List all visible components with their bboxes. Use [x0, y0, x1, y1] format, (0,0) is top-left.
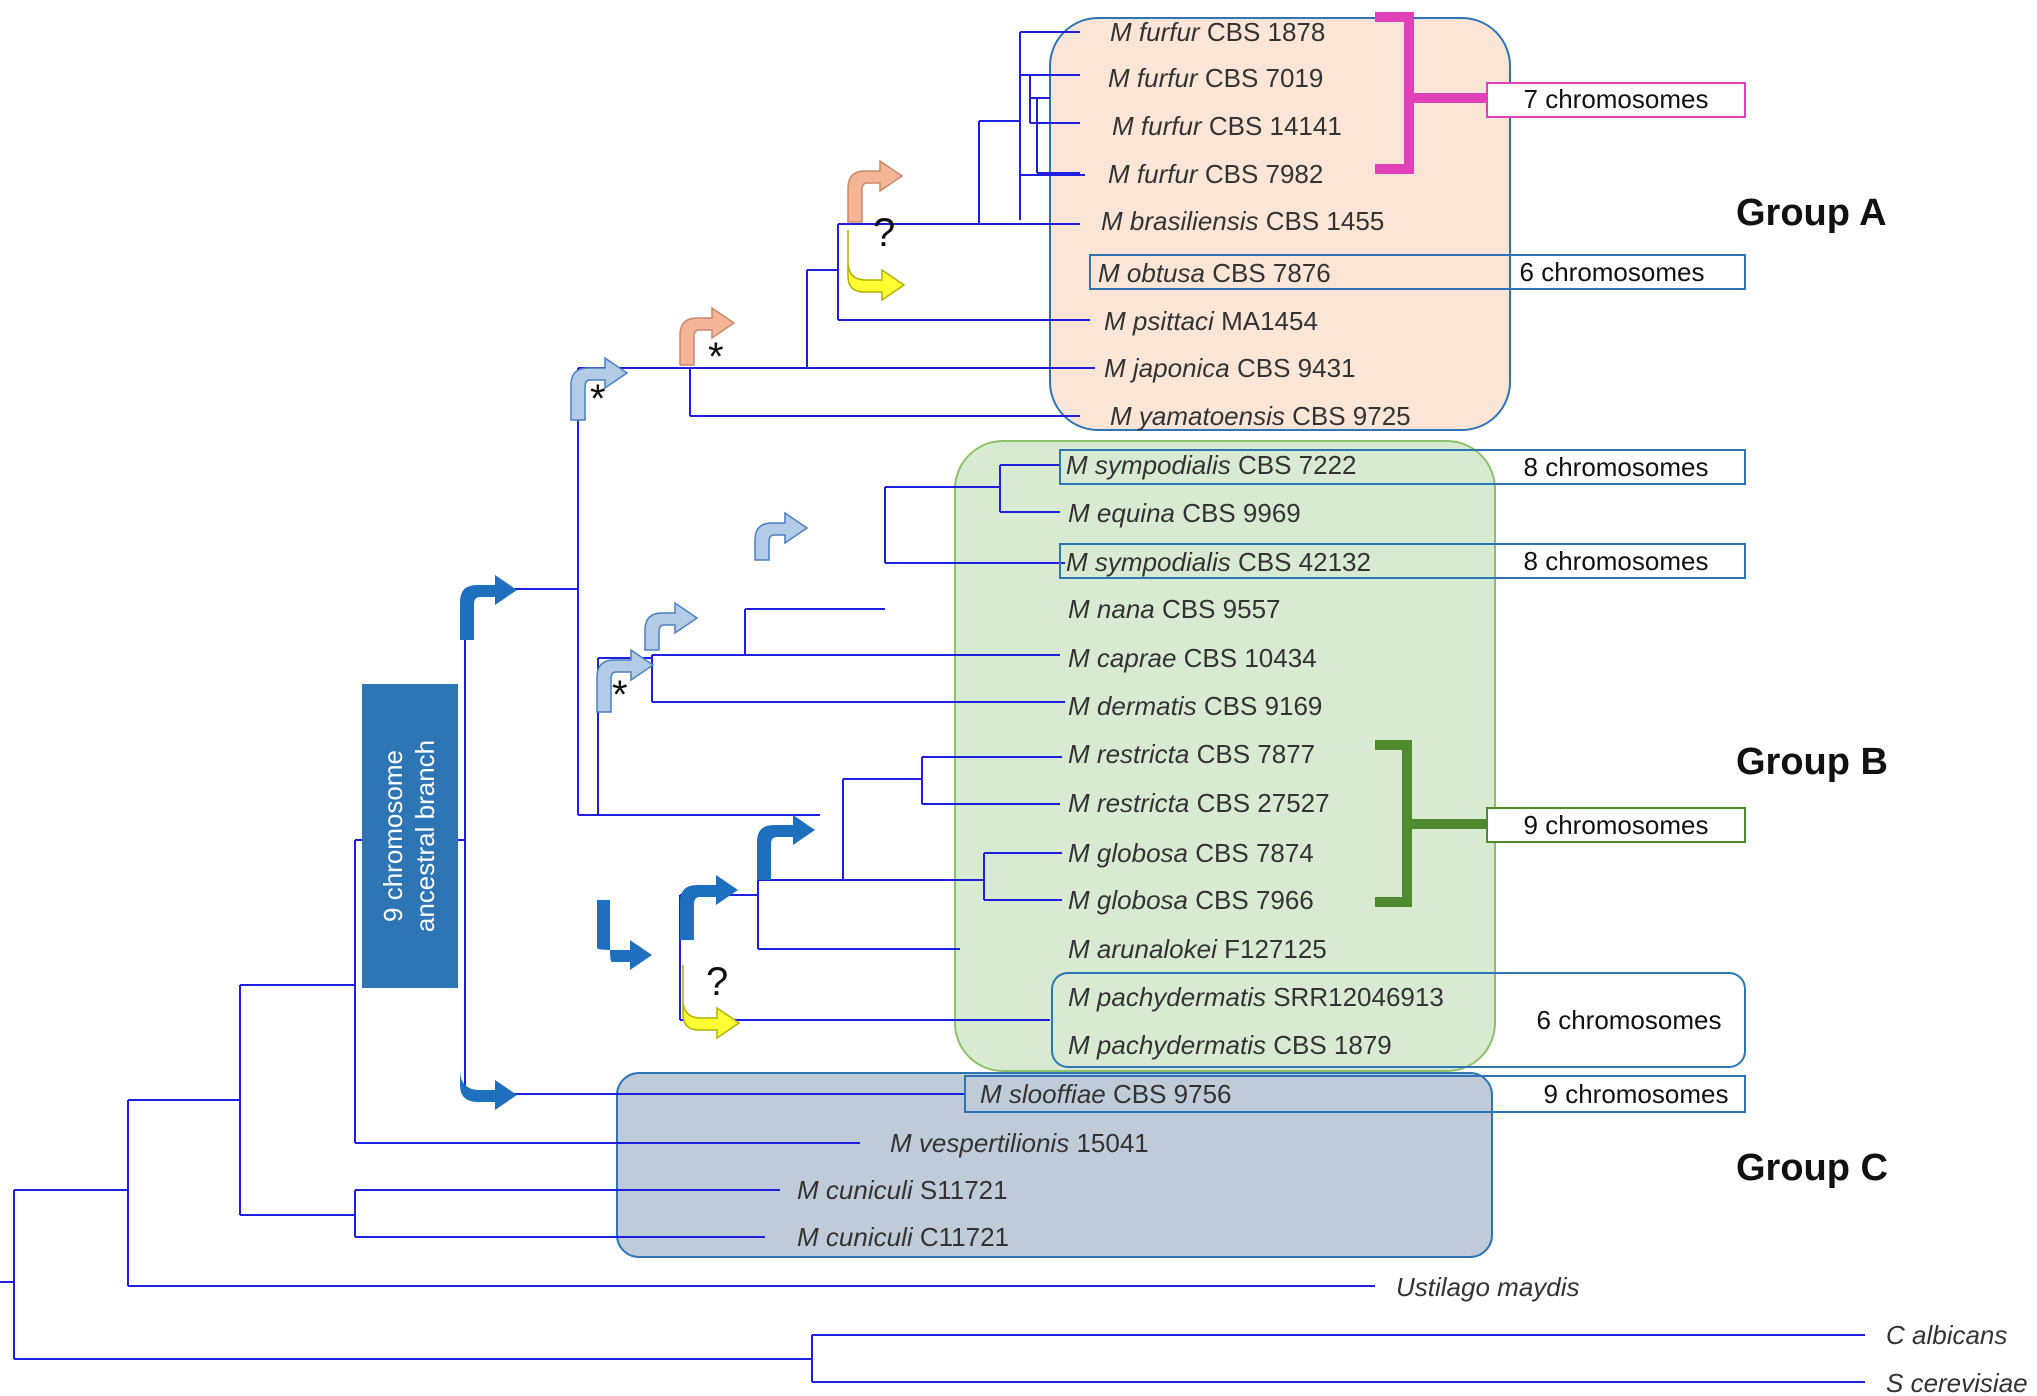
taxon-label: S cerevisiae	[1886, 1368, 2028, 1396]
tag-box	[1051, 972, 1746, 1068]
group-b-label: Group B	[1736, 741, 1888, 783]
tag-box	[1059, 543, 1746, 579]
tag-sympodialis-8a: 8 chromosomes	[1524, 452, 1709, 482]
asterisk-marker: *	[612, 673, 628, 717]
taxon-label: M japonica CBS 9431	[1104, 353, 1356, 383]
ancestral-branch-box: 9 chromosome ancestral branch	[362, 684, 458, 988]
taxon-label: C albicans	[1886, 1320, 2007, 1350]
tag-box	[1486, 807, 1746, 843]
taxon-label: M equina CBS 9969	[1068, 498, 1301, 528]
tag-box	[1089, 254, 1746, 290]
taxon-label: M globosa CBS 7966	[1068, 885, 1314, 915]
tag-box	[964, 1075, 1746, 1113]
tag-restglo-9: 9 chromosomes	[1524, 810, 1709, 840]
taxon-label: M sympodialis CBS 42132	[1066, 547, 1371, 577]
tree-branches	[0, 31, 1865, 1383]
dark-blue-arrow-icon	[460, 575, 815, 1110]
taxon-label: M restricta CBS 27527	[1068, 788, 1330, 818]
tag-furfur-7: 7 chromosomes	[1524, 84, 1709, 114]
taxa-labels: M furfur CBS 1878 M furfur CBS 7019 M fu…	[797, 17, 2028, 1396]
event-arrows	[460, 159, 906, 1110]
taxon-label: Ustilago maydis	[1396, 1272, 1580, 1302]
group-c-box	[616, 1072, 1493, 1258]
taxon-label: M furfur CBS 1878	[1110, 17, 1325, 47]
taxon-label: M pachydermatis CBS 1879	[1068, 1030, 1392, 1060]
tag-pachy-6: 6 chromosomes	[1537, 1005, 1722, 1035]
taxon-label: M furfur CBS 7982	[1108, 159, 1323, 189]
ancestral-label-line2: ancestral branch	[410, 740, 440, 932]
group-c-label: Group C	[1736, 1147, 1888, 1189]
light-blue-arrow-icon	[570, 356, 809, 713]
taxon-label: M arunalokei F127125	[1068, 934, 1327, 964]
taxon-label: M caprae CBS 10434	[1068, 643, 1317, 673]
taxon-label: M nana CBS 9557	[1068, 594, 1281, 624]
tag-sympodialis-8b: 8 chromosomes	[1524, 546, 1709, 576]
asterisk-marker: *	[590, 377, 606, 421]
taxon-label: M vespertilionis 15041	[890, 1128, 1149, 1158]
taxon-label: M dermatis CBS 9169	[1068, 691, 1322, 721]
tag-box	[1486, 82, 1746, 118]
taxon-label: M obtusa CBS 7876	[1098, 258, 1331, 288]
taxon-label: M sympodialis CBS 7222	[1066, 450, 1357, 480]
yellow-arrow-icon	[682, 230, 906, 1040]
taxon-label: M globosa CBS 7874	[1068, 838, 1314, 868]
asterisk-marker: *	[708, 335, 724, 379]
furfur-bracket	[1375, 12, 1487, 174]
ancestral-label-line1: 9 chromosome	[378, 750, 408, 922]
taxon-label: M furfur CBS 14141	[1112, 111, 1342, 141]
question-marker: ?	[706, 960, 728, 1004]
taxon-label: M furfur CBS 7019	[1108, 63, 1323, 93]
taxon-label: M cuniculi S11721	[797, 1175, 1008, 1205]
tag-slooffiae-9: 9 chromosomes	[1544, 1079, 1729, 1109]
tag-obtusa-6: 6 chromosomes	[1520, 257, 1705, 287]
peach-arrow-icon	[679, 159, 904, 366]
taxon-label: M psittaci MA1454	[1104, 306, 1318, 336]
taxon-label: M slooffiae CBS 9756	[980, 1079, 1232, 1109]
question-marker: ?	[873, 211, 895, 255]
group-a-label: Group A	[1736, 192, 1887, 234]
taxon-label: M yamatoensis CBS 9725	[1110, 401, 1411, 431]
markers: * * * ? ?	[590, 211, 895, 1004]
taxon-label: M restricta CBS 7877	[1068, 739, 1315, 769]
chromosome-tags: 7 chromosomes 6 chromosomes 8 chromosome…	[964, 82, 1746, 1113]
taxon-label: M brasiliensis CBS 1455	[1101, 206, 1384, 236]
taxon-label: M pachydermatis SRR12046913	[1068, 982, 1444, 1012]
tag-box	[1059, 449, 1746, 485]
restglo-bracket	[1375, 740, 1487, 907]
taxon-label: M cuniculi C11721	[797, 1222, 1009, 1252]
